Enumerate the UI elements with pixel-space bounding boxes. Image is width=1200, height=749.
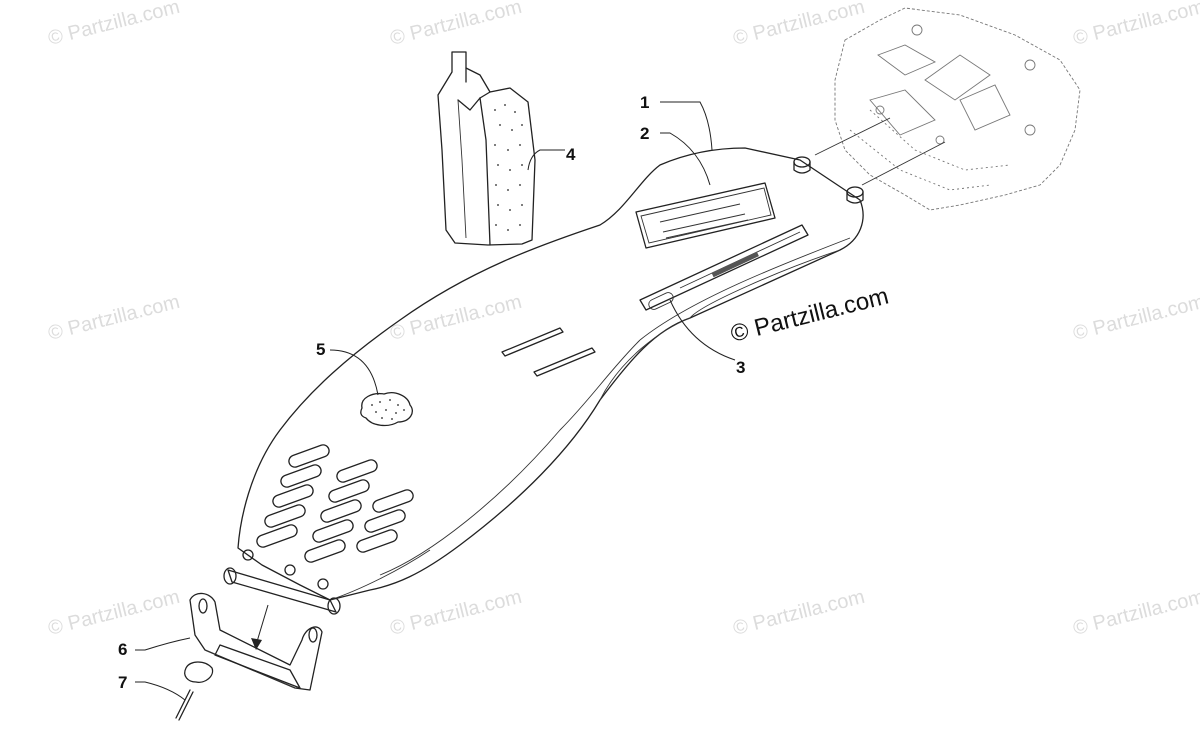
heat-shield bbox=[437, 51, 536, 246]
logo-decal bbox=[639, 224, 809, 311]
watermark: © Partzilla.com bbox=[388, 0, 524, 50]
callout-3: 3 bbox=[736, 358, 745, 377]
watermark: © Partzilla.com bbox=[1071, 0, 1200, 50]
mount-stud bbox=[793, 156, 811, 174]
callout-7: 7 bbox=[118, 673, 127, 692]
callout-1: 1 bbox=[640, 93, 649, 112]
watermark: © Partzilla.com bbox=[1071, 586, 1200, 640]
leader-lines bbox=[135, 101, 736, 701]
watermark: © Partzilla.com bbox=[731, 0, 867, 50]
watermark: © Partzilla.com bbox=[1071, 291, 1200, 345]
watermark-layer: © Partzilla.com © Partzilla.com © Partzi… bbox=[46, 0, 1200, 640]
watermark: © Partzilla.com bbox=[388, 586, 524, 640]
mount-line bbox=[861, 141, 946, 186]
callout-6: 6 bbox=[118, 640, 127, 659]
callout-5: 5 bbox=[316, 340, 325, 359]
foam-pad bbox=[360, 392, 413, 427]
vent-slots bbox=[256, 444, 414, 563]
shield-texture bbox=[494, 104, 523, 231]
watermark: © Partzilla.com bbox=[731, 586, 867, 640]
watermark: © Partzilla.com bbox=[46, 0, 182, 50]
tow-hitch bbox=[189, 592, 323, 691]
mount-line bbox=[814, 117, 891, 156]
chassis-frame bbox=[834, 7, 1081, 211]
callout-2: 2 bbox=[640, 124, 649, 143]
warning-decal bbox=[635, 182, 776, 249]
callout-4: 4 bbox=[566, 145, 576, 164]
mount-stud bbox=[846, 186, 864, 204]
callout-labels: 1 2 3 4 5 6 7 bbox=[118, 93, 745, 692]
watermark: © Partzilla.com bbox=[46, 586, 182, 640]
watermark: © Partzilla.com bbox=[46, 291, 182, 345]
pin bbox=[175, 661, 214, 721]
hinge-bar bbox=[223, 549, 341, 615]
watermark: © Partzilla.com bbox=[388, 291, 524, 345]
main-watermark: © Partzilla.com bbox=[728, 283, 891, 348]
belly-pan bbox=[223, 147, 864, 615]
